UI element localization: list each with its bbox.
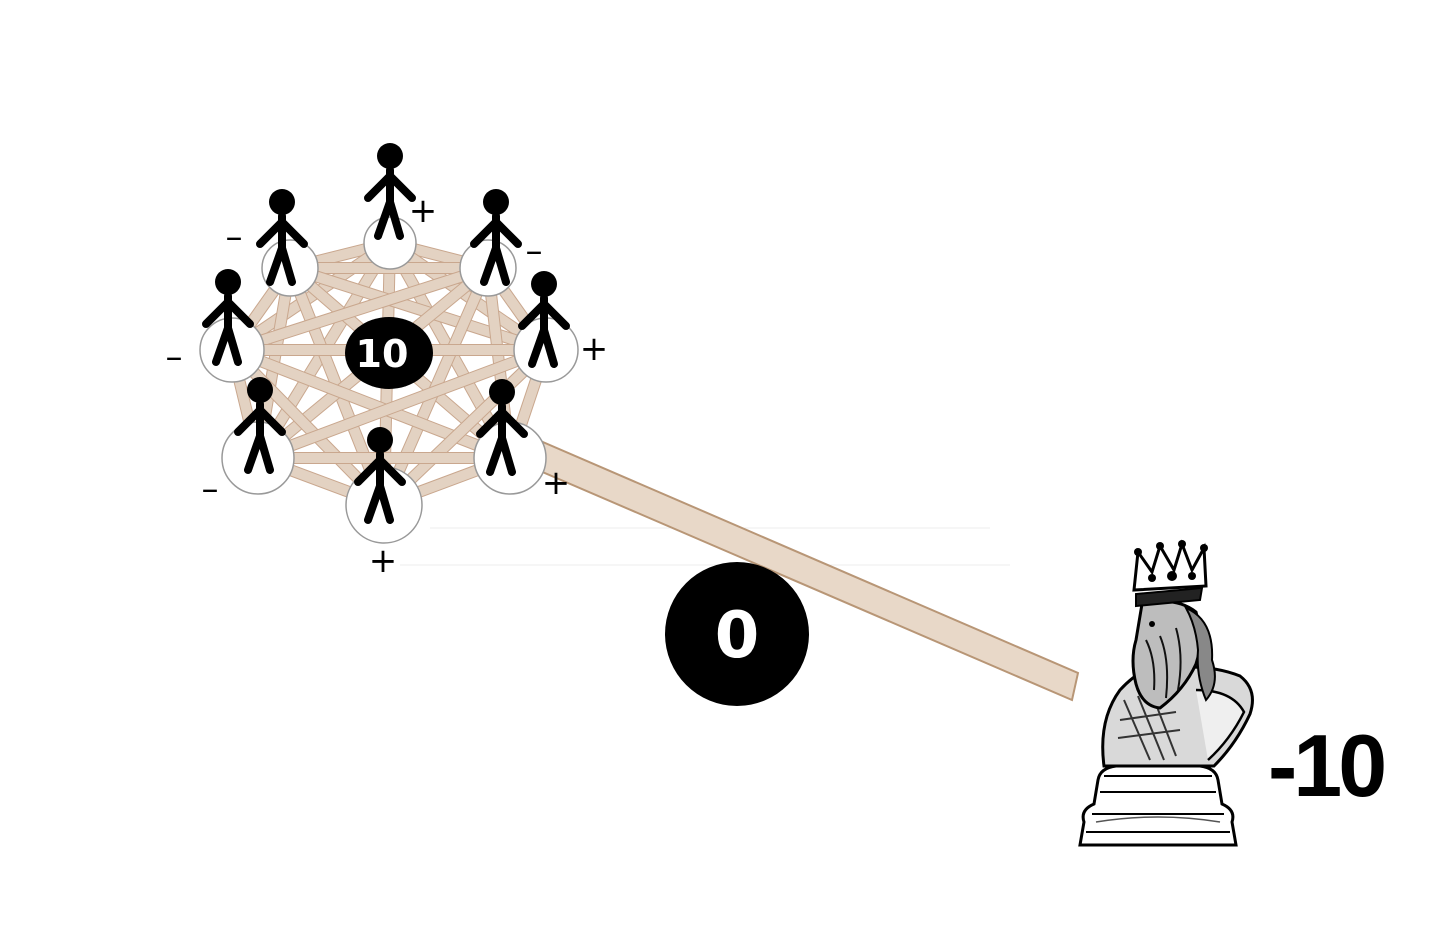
group-member <box>513 271 579 383</box>
group-member <box>199 269 265 383</box>
network-link <box>288 263 548 355</box>
group-score-badge: 10 <box>345 317 433 389</box>
fulcrum-value: 0 <box>715 599 760 673</box>
person-icon <box>470 189 522 286</box>
person-icon <box>202 269 254 366</box>
member-sign: – <box>202 469 219 509</box>
member-sign: – <box>226 217 243 257</box>
king-value: -10 <box>1268 716 1387 815</box>
member-sign: – <box>166 337 183 377</box>
group-member <box>345 427 423 544</box>
group-member <box>256 189 319 297</box>
person-icon <box>256 189 308 286</box>
group-score-ellipse <box>345 317 433 389</box>
person-icon <box>234 377 286 474</box>
member-sign: + <box>542 463 571 503</box>
member-sign: + <box>409 191 438 231</box>
network-link <box>230 345 512 463</box>
group-member <box>221 377 295 495</box>
member-sign: + <box>369 541 398 581</box>
person-icon <box>518 271 570 368</box>
group-member <box>363 143 417 270</box>
member-sign: + <box>580 329 609 369</box>
group-member <box>473 379 547 495</box>
person-icon <box>364 143 416 240</box>
member-sign: – <box>526 231 543 271</box>
fulcrum-circle <box>665 562 809 706</box>
network-link <box>256 345 548 463</box>
person-icon <box>476 379 528 476</box>
group-members <box>199 143 579 544</box>
member-signs: + – – – + – + + <box>166 191 609 581</box>
group-member <box>459 189 522 297</box>
group-score-value: 10 <box>356 332 409 376</box>
network-link <box>230 263 490 355</box>
person-icon <box>354 427 406 524</box>
king-chess-piece-icon <box>1078 539 1254 847</box>
fulcrum: 0 <box>665 562 809 706</box>
